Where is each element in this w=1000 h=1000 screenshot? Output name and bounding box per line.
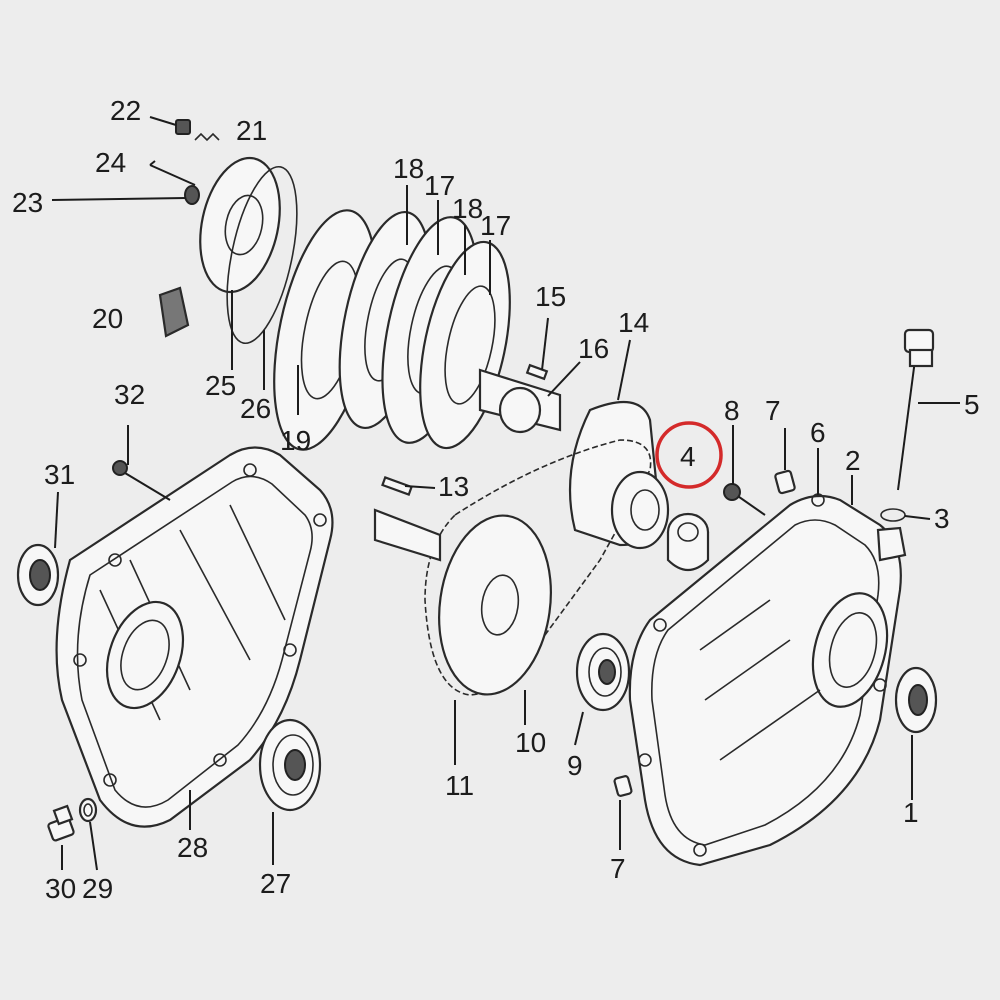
pin-15 — [525, 363, 549, 381]
oil-seal-1 — [894, 666, 938, 734]
label-2: 2 — [845, 445, 861, 476]
bolt-8 — [723, 483, 766, 516]
spring-21 — [194, 132, 220, 142]
bearing-9 — [575, 632, 631, 712]
label-7a: 7 — [765, 395, 781, 426]
pressure-plate — [199, 156, 298, 345]
filler-neck — [876, 526, 907, 562]
label-23: 23 — [12, 187, 43, 218]
label-20: 20 — [92, 303, 123, 334]
label-26: 26 — [240, 393, 271, 424]
label-7b: 7 — [610, 853, 626, 884]
label-10: 10 — [515, 727, 546, 758]
clutch-hub-16 — [478, 368, 562, 434]
cam-block-20 — [158, 286, 190, 338]
label-4: 4 — [680, 441, 696, 472]
label-11: 11 — [445, 770, 474, 801]
leader-lines — [51, 116, 960, 871]
bolt-24 — [149, 164, 196, 186]
label-27: 27 — [260, 868, 291, 899]
drain-plug-30 — [47, 804, 75, 842]
label-30: 30 — [45, 873, 76, 904]
bearing-27 — [258, 718, 322, 812]
label-18b: 18 — [452, 193, 483, 224]
label-3: 3 — [934, 503, 950, 534]
label-19: 19 — [280, 425, 311, 456]
washer-29 — [78, 797, 98, 823]
highlight-ring — [655, 421, 723, 489]
label-21: 21 — [236, 115, 267, 146]
label-9: 9 — [567, 750, 583, 781]
dowel-7-top — [774, 469, 796, 495]
label-32: 32 — [114, 379, 145, 410]
label-29: 29 — [82, 873, 113, 904]
label-25: 25 — [205, 370, 236, 401]
label-15: 15 — [535, 281, 566, 312]
part-labels: 22 21 24 23 20 25 26 19 18 17 18 17 15 1… — [12, 95, 980, 904]
label-16: 16 — [578, 333, 609, 364]
label-17a: 17 — [424, 170, 455, 201]
key-13 — [381, 476, 413, 496]
label-6: 6 — [810, 417, 826, 448]
label-22: 22 — [110, 95, 141, 126]
label-1: 1 — [903, 797, 919, 828]
label-18a: 18 — [393, 153, 424, 184]
bushing-4 — [666, 512, 710, 572]
sprocket-10 — [438, 514, 552, 696]
label-8: 8 — [724, 395, 740, 426]
washer-23 — [184, 185, 200, 205]
o-ring-3 — [880, 508, 906, 522]
label-5: 5 — [964, 389, 980, 420]
dowel-7-bottom — [613, 775, 633, 797]
label-17b: 17 — [480, 210, 511, 241]
left-crankcase-cover — [55, 446, 334, 828]
label-14: 14 — [618, 307, 649, 338]
label-24: 24 — [95, 147, 126, 178]
bolt-32 — [112, 460, 171, 501]
dipstick-5 — [897, 328, 935, 491]
output-shaft — [373, 508, 442, 562]
label-31: 31 — [44, 459, 75, 490]
label-28: 28 — [177, 832, 208, 863]
nut-22 — [175, 119, 191, 135]
drive-sprocket — [610, 470, 670, 550]
label-13: 13 — [438, 471, 469, 502]
right-case-cover-2 — [628, 493, 902, 867]
oil-seal-31 — [16, 543, 60, 607]
